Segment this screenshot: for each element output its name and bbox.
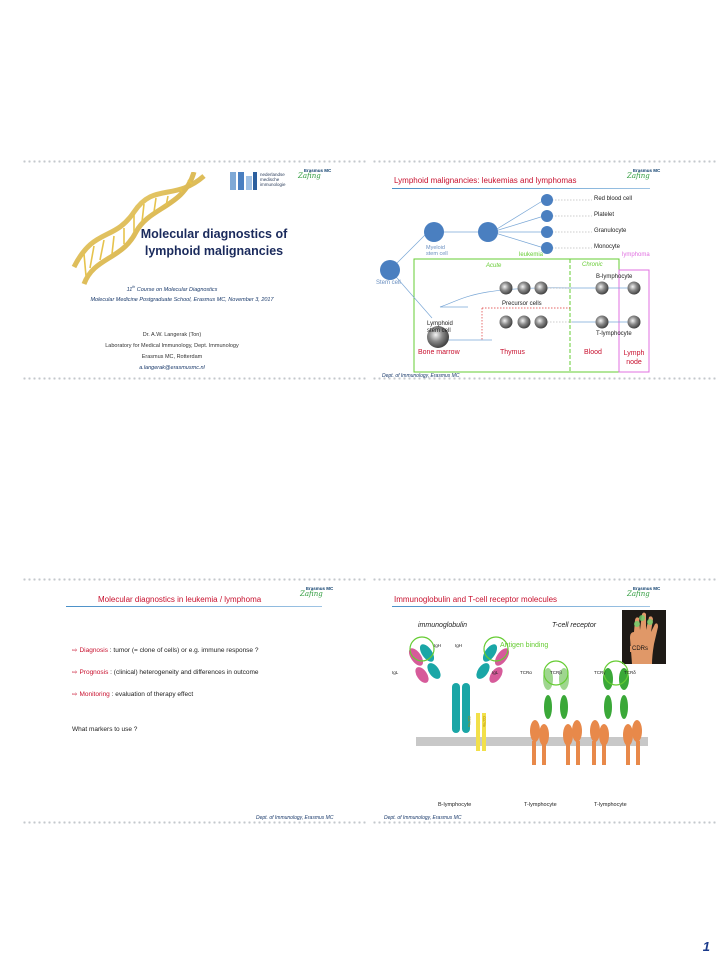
label-igh-1: IgH	[434, 643, 442, 648]
label-granulocyte: Granulocyte	[594, 228, 627, 234]
slide-4: Erasmus MC Zafing Immunoglobulin and T-c…	[372, 578, 717, 824]
label-monocyte: Monocyte	[594, 244, 621, 250]
erasmus-logo: Erasmus MC Zafing	[298, 168, 332, 180]
slide1-title: Molecular diagnostics of lymphoid malign…	[134, 226, 294, 260]
title-underline	[392, 188, 650, 189]
slide-1: nederlandse medische immunologie Erasmus…	[22, 160, 367, 380]
lab-name: Laboratory for Medical Immunology, Dept.…	[105, 343, 239, 349]
bullet-diagnosis: ⇨Diagnosis : tumor (= clone of cells) or…	[72, 647, 259, 654]
label-platelet: Platelet	[594, 212, 615, 218]
label-lymphoid-stem-cell: Lymphoid stem cell	[427, 321, 453, 334]
label-myeloid-stem-cell: Myeloid stem cell	[426, 245, 448, 257]
institution: Erasmus MC, Rotterdam	[141, 354, 203, 360]
course-line: 11th Course on Molecular Diagnostics	[126, 285, 218, 293]
email-link[interactable]: a.langerak@erasmusmc.nl	[139, 365, 205, 371]
label-chronic: Chronic	[582, 262, 603, 268]
markers-question: What markers to use ?	[72, 726, 138, 733]
slide4-footer: Dept. of Immunology, Erasmus MC	[384, 815, 462, 821]
dna-helix-image	[71, 172, 206, 286]
slide4-title: Immunoglobulin and T-cell receptor molec…	[394, 595, 558, 604]
school-line: Molecular Medicine Postgraduate School, …	[90, 297, 274, 303]
title-underline	[66, 606, 322, 607]
slide-border-bottom	[372, 821, 717, 824]
label-bone-marrow: Bone marrow	[418, 349, 460, 356]
slide-border-top	[372, 160, 717, 163]
page-number: 1	[702, 939, 710, 954]
label-igh-2: IgH	[455, 643, 463, 648]
cdrs-label: CDRs	[630, 646, 650, 652]
slide-3: Erasmus MC Zafing Molecular diagnostics …	[22, 578, 367, 824]
tcr-heading: T-cell receptor	[552, 622, 597, 629]
platelet	[541, 210, 553, 222]
granulocyte	[541, 226, 553, 238]
receptor-diagram	[408, 636, 648, 765]
slide-border-top	[22, 578, 367, 581]
label-igl-1: IgL	[392, 670, 399, 675]
arrow-icon: ⇨	[72, 691, 78, 698]
logo-text-2: medische	[260, 177, 280, 182]
slide-2: Erasmus MC Zafing Lymphoid malignancies:…	[372, 160, 717, 380]
myeloid-stem-cell-2	[478, 222, 498, 242]
slide-border-top	[22, 160, 367, 163]
stem-cell	[380, 260, 400, 280]
label-acute: Acute	[486, 263, 502, 269]
label-stem-cell: Stem cell	[376, 280, 401, 286]
b-lymphocyte-blood	[595, 281, 609, 295]
logo-text-3: immunologie	[260, 182, 286, 187]
slide3-footer: Dept. of Immunology, Erasmus MC	[256, 815, 334, 821]
label-red-blood-cell: Red blood cell	[594, 196, 633, 202]
label-leukemia: leukemia	[519, 252, 544, 258]
slide-border-top	[372, 578, 717, 581]
title-line-1: Molecular diagnostics of	[140, 227, 288, 241]
label-tcrg: TCRγ	[594, 670, 606, 675]
erasmus-logo: Erasmus MC Zafing	[627, 586, 661, 598]
slide-border-bottom	[22, 377, 367, 380]
slide2-title: Lymphoid malignancies: leukemias and lym…	[394, 176, 577, 185]
t-lymphocyte-blood	[595, 315, 609, 329]
nvvi-logo: nederlandse medische immunologie	[230, 170, 290, 192]
b-lymphocyte-node	[627, 281, 641, 295]
monocyte	[541, 242, 553, 254]
label-precursor-cells: Precursor cells	[502, 301, 542, 307]
erasmus-logo: Erasmus MC Zafing	[300, 586, 334, 598]
erasmus-logo: Erasmus MC Zafing	[627, 168, 661, 180]
label-tcrd: TCRδ	[624, 670, 636, 675]
arrow-icon: ⇨	[72, 647, 78, 654]
author-name: Dr. A.W. Langerak (Ton)	[142, 332, 202, 338]
slide2-footer: Dept. of Immunology, Erasmus MC	[382, 373, 460, 379]
label-t-lymphocyte-1: T-lymphocyte	[524, 802, 557, 808]
slide-border-bottom	[22, 821, 367, 824]
label-t-lymphocyte-2: T-lymphocyte	[594, 802, 627, 808]
slide-border-bottom	[372, 377, 717, 380]
label-tcra: TCRα	[520, 670, 532, 675]
title-line-2: lymphoid malignancies	[144, 244, 284, 258]
red-blood-cell	[541, 194, 553, 206]
logo-mark-icon	[230, 172, 257, 190]
lymphoid-stem-cell	[427, 326, 449, 348]
label-lymph-node: Lymph node	[623, 350, 645, 366]
label-t-lymphocyte: T-lymphocyte	[596, 331, 632, 337]
title-underline	[392, 606, 650, 607]
arrow-icon: ⇨	[72, 669, 78, 676]
logo-text-1: nederlandse	[260, 172, 285, 177]
immunoglobulin-heading: immunoglobulin	[418, 622, 468, 629]
label-thymus: Thymus	[500, 349, 525, 356]
label-lymphoma: lymphoma	[622, 252, 650, 258]
label-cd79b: CD79b	[482, 716, 486, 727]
lymphoma-box	[618, 269, 650, 373]
slide3-title: Molecular diagnostics in leukemia / lymp…	[98, 595, 262, 604]
label-b-lymphocyte: B-lymphocyte	[438, 802, 472, 808]
label-b-lymphocyte: B-lymphocyte	[596, 274, 633, 280]
label-tcrb: TCRβ	[550, 670, 562, 675]
hand-image	[622, 610, 666, 664]
antigen-binding-label: Antigen binding	[500, 642, 549, 649]
hematopoiesis-diagram	[380, 194, 650, 373]
t-lymphocyte-node	[627, 315, 641, 329]
label-cd79a: CD79a	[467, 716, 471, 727]
bullet-monitoring: ⇨Monitoring : evaluation of therapy effe…	[72, 691, 194, 698]
bullet-prognosis: ⇨Prognosis : (clinical) heterogeneity an…	[72, 669, 259, 676]
label-igl-2: IgL	[492, 670, 499, 675]
label-blood: Blood	[584, 349, 602, 356]
myeloid-stem-cell-1	[424, 222, 444, 242]
